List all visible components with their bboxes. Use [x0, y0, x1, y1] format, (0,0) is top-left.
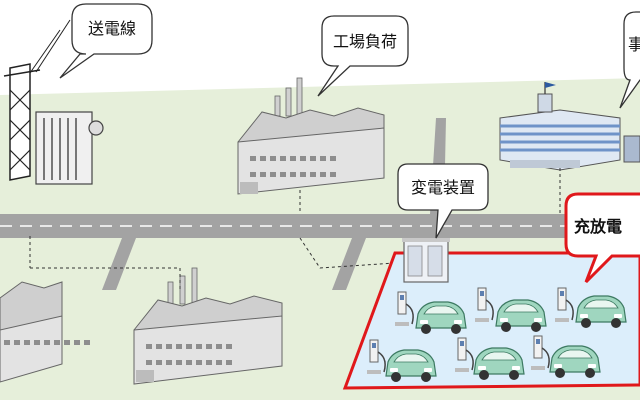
callout-charge-discharge: 充放電 [564, 192, 640, 284]
callout-text-transmission-line: 送電線 [88, 19, 136, 38]
callout-transmission-line: 送電線 [59, 3, 153, 79]
side-road-lower-mid [332, 238, 366, 290]
callout-office: 事 [619, 11, 640, 109]
callout-text-factory-load: 工場負荷 [333, 32, 397, 51]
transmission-tower [3, 19, 71, 181]
office-building [499, 82, 640, 171]
substation-equipment-unit [402, 238, 450, 283]
factory-lower-left [0, 281, 90, 383]
callout-substation-equipment: 変電装置 [397, 163, 489, 239]
factory-lower-middle [133, 267, 283, 385]
callout-text-substation-equipment: 変電装置 [411, 178, 475, 197]
callout-factory-load: 工場負荷 [317, 15, 409, 97]
power-lines [29, 168, 561, 290]
callout-text-charge-discharge: 充放電 [574, 217, 622, 236]
side-road-lower-left [102, 238, 136, 290]
callout-text-office: 事 [628, 35, 640, 54]
factory-upper [237, 77, 385, 195]
substation-facility [35, 111, 104, 185]
